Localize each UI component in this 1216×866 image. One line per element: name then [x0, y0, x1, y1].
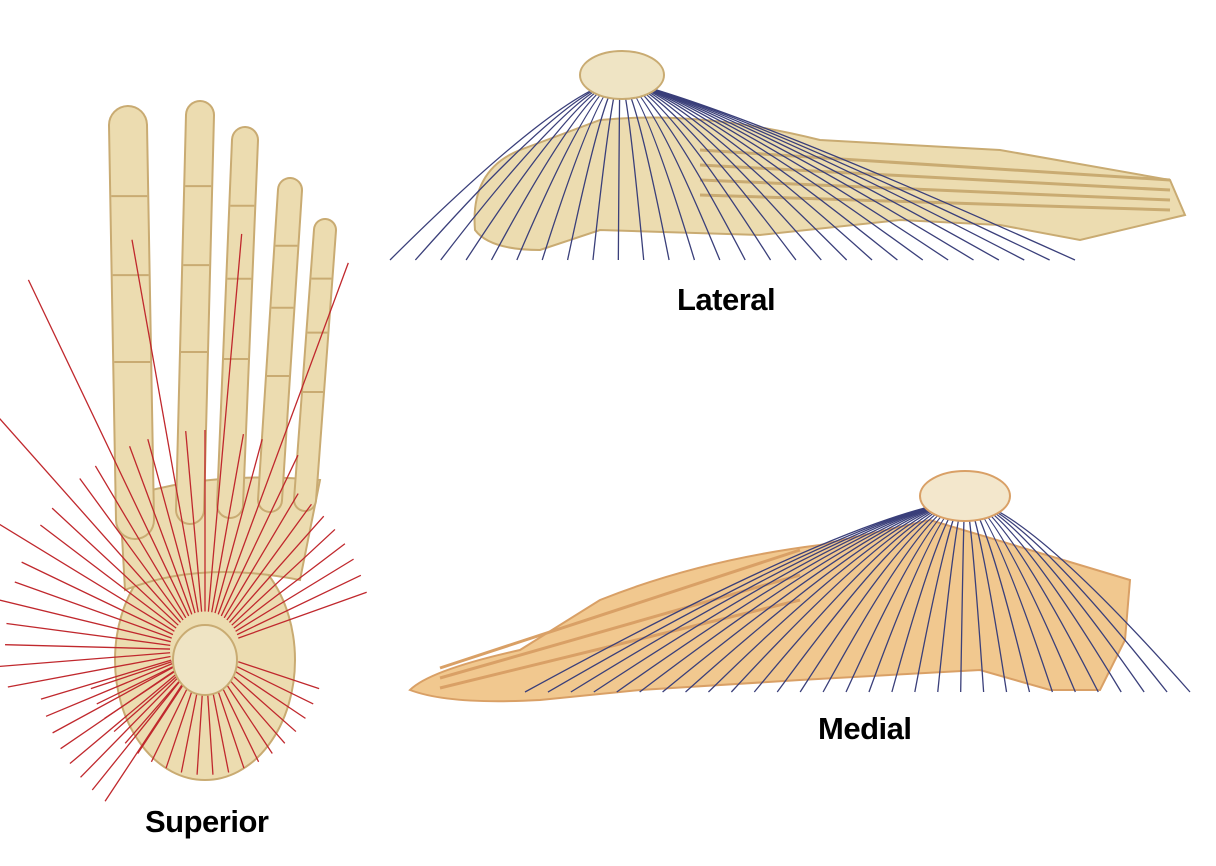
superior-ray-line [14, 581, 172, 639]
superior-ray-line [185, 430, 203, 612]
medial-view-foot [408, 470, 1191, 703]
metatarsal-line [699, 148, 1171, 182]
superior-ray-line [207, 233, 243, 612]
superior-ray-line [147, 439, 196, 614]
superior-ray-line [27, 279, 190, 617]
metatarsal-line [699, 193, 1171, 212]
superior-ray-line [196, 687, 204, 775]
superior-ray-line [6, 622, 171, 647]
superior-ray-line [0, 599, 171, 643]
superior-ray-line [52, 666, 174, 734]
superior-ray-line [51, 507, 179, 626]
superior-ray-line [211, 433, 245, 613]
superior-ray-line [224, 681, 273, 754]
superior-ray-line [236, 574, 362, 636]
medial-foot-bones [408, 518, 1132, 703]
superior-ray-line [220, 683, 260, 763]
superior-ray-line [21, 561, 174, 636]
toe-bone-4 [259, 179, 301, 511]
superior-ray-line [40, 524, 177, 629]
superior-ray-line [94, 465, 187, 619]
lateral-talus [579, 50, 665, 100]
superior-ray-line [223, 493, 299, 619]
superior-ray-line [0, 652, 171, 668]
superior-ray-line [80, 675, 180, 778]
superior-ray-line [215, 685, 245, 769]
superior-ray-line [104, 670, 177, 719]
superior-ray-line [69, 672, 178, 765]
superior-ray-line [128, 446, 193, 615]
superior-ray-line [211, 687, 230, 773]
superior-ray-line [40, 659, 172, 700]
superior-ray-line [131, 239, 199, 613]
lateral-label: Lateral [677, 282, 776, 317]
superior-ray-line [0, 523, 175, 632]
superior-ray-line [150, 683, 190, 763]
superior-ray-line [236, 665, 314, 705]
superior-ray-line [227, 677, 286, 744]
superior-ray-line [45, 663, 173, 717]
superior-ray-line [165, 685, 195, 769]
superior-ray-line [79, 478, 184, 621]
superior-ray-line [206, 687, 214, 775]
superior-ray-line [217, 262, 349, 615]
superior-ray-line [124, 677, 183, 744]
superior-ray-line [137, 681, 186, 754]
medial-label: Medial [818, 711, 912, 746]
metatarsal-line [439, 573, 801, 680]
superior-ray-line [214, 439, 263, 614]
superior-ray-line [104, 680, 185, 802]
superior-label: Superior [145, 804, 269, 839]
medial-talus [919, 470, 1011, 522]
superior-ray-line [238, 661, 320, 690]
superior-ray-line [7, 655, 171, 688]
toe-bone-3 [218, 128, 257, 517]
superior-ray-line [90, 661, 172, 690]
superior-ray-line [0, 418, 182, 623]
superior-ray-line [231, 528, 336, 626]
superior-ray-line [238, 591, 367, 639]
metatarsal-line [439, 548, 801, 670]
superior-ray-line [96, 665, 174, 705]
superior-ray-line [233, 670, 306, 719]
superior-view-foot [0, 100, 367, 802]
superior-ray-line [180, 687, 199, 773]
lateral-view-foot [389, 50, 1187, 261]
superior-ray-line [231, 674, 297, 733]
metatarsal-line [699, 178, 1171, 202]
toe-bone-5 [295, 220, 335, 510]
toe-bone-1 [110, 107, 153, 538]
superior-ray-line [5, 644, 171, 650]
superior-ray-line [113, 674, 179, 733]
superior-ray-line [226, 503, 312, 621]
superior-ray-line [220, 454, 299, 617]
superior-ray-line [228, 515, 325, 623]
superior-ray-line [235, 558, 354, 632]
toe-bone-2 [177, 102, 213, 523]
talus-head [172, 624, 238, 696]
superior-ray-line [91, 678, 183, 791]
superior-ray-line [233, 543, 346, 629]
metatarsal-line [439, 598, 801, 690]
